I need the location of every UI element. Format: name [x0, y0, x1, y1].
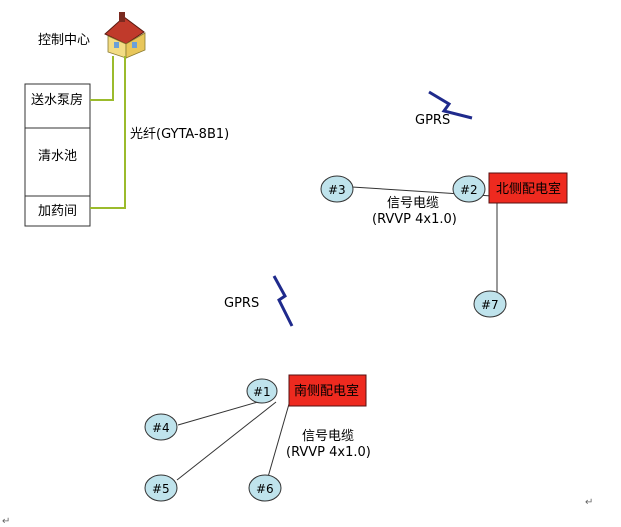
- fiber-lines: [90, 56, 126, 209]
- fiber-label: 光纤(GYTA-8B1): [130, 127, 229, 142]
- cable-south-label-2: (RVVP 4x1.0): [286, 445, 371, 460]
- room-pump-label: 送水泵房: [31, 92, 83, 108]
- house-icon: [104, 12, 146, 59]
- node-7: [473, 290, 507, 318]
- south-station-box: [288, 374, 367, 407]
- node-4: [144, 413, 178, 441]
- node-7-label: #7: [481, 298, 499, 312]
- gprs-south-lightning-icon: [272, 275, 294, 327]
- cable-north-label-1: 信号电缆: [387, 195, 439, 211]
- gprs-north-lightning-icon: [428, 90, 473, 120]
- node-5: [144, 474, 178, 502]
- north-station-box: [488, 172, 568, 204]
- node-3: [320, 175, 354, 203]
- node-2-label: #2: [460, 183, 478, 197]
- room-water-tank-label: 清水池: [38, 149, 77, 164]
- node-2: [452, 175, 486, 203]
- node-1: [246, 378, 278, 404]
- north-station-label: 北侧配电室: [496, 181, 561, 197]
- gprs-north-label: GPRS: [415, 113, 450, 128]
- node-1-label: #1: [253, 385, 271, 399]
- node-6: [248, 474, 282, 502]
- node-6-label: #6: [256, 482, 274, 496]
- south-station-label: 南侧配电室: [294, 383, 359, 399]
- cable-north-label-2: (RVVP 4x1.0): [372, 212, 457, 227]
- facility-box: [24, 83, 91, 227]
- node-3-label: #3: [328, 183, 346, 197]
- return-mark-left: ↵: [2, 516, 10, 527]
- cable-south-label-1: 信号电缆: [302, 428, 354, 444]
- gprs-south-label: GPRS: [224, 296, 259, 311]
- south-cable-lines: [176, 396, 290, 481]
- return-mark-right: ↵: [585, 497, 593, 508]
- node-4-label: #4: [152, 421, 170, 435]
- node-5-label: #5: [152, 482, 170, 496]
- control-center-label: 控制中心: [38, 33, 90, 48]
- room-dosing-label: 加药间: [38, 204, 77, 219]
